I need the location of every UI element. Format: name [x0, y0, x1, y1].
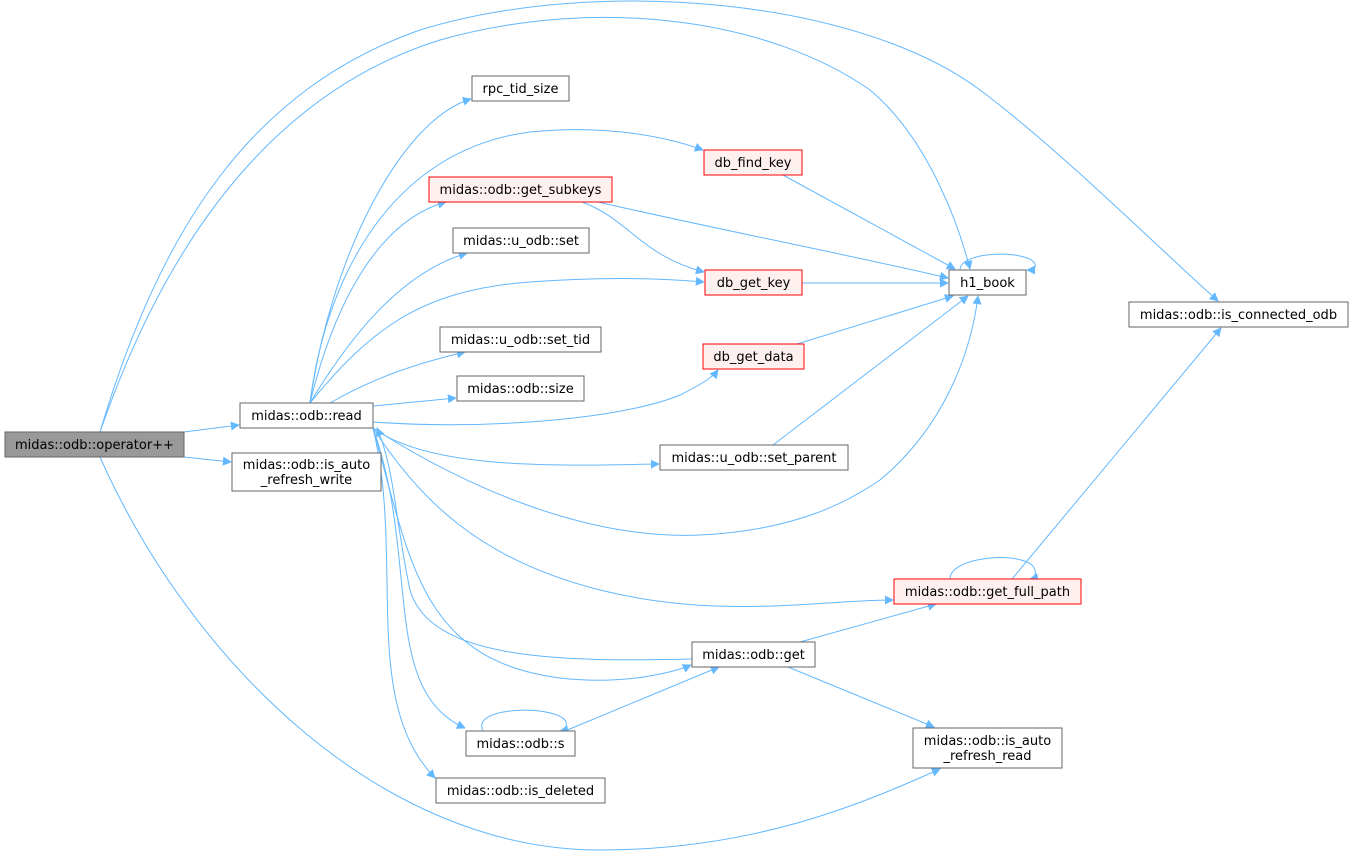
edge-u-odb-set-parent-to-h1-book [772, 295, 969, 446]
edge-read-to-u-odb-set-tid [329, 349, 466, 404]
edge-h1-book-to-h1-book [959, 253, 1036, 275]
node-label: midas::u_odb::set_tid [451, 333, 590, 348]
node-label: midas::odb::get_full_path [905, 585, 1070, 600]
node-label: midas::odb::s [476, 737, 564, 752]
edge-read-to-is-deleted [372, 427, 436, 779]
node-box [439, 326, 602, 353]
node-box [452, 227, 590, 254]
node-box [428, 176, 613, 203]
node-label: midas::odb::is_deleted [447, 784, 594, 799]
node-label: _refresh_write [260, 473, 352, 488]
node-h1-book[interactable]: h1_book [948, 269, 1027, 296]
node-box [4, 431, 185, 458]
edge-odb-get-to-read [376, 427, 693, 661]
node-box [231, 452, 382, 492]
edge-operator-pp-to-is-connected-odb [99, 0, 1219, 433]
edge-read-to-db-get-data [372, 369, 719, 426]
edge-db-find-key-to-h1-book [782, 174, 956, 270]
node-box [465, 730, 576, 757]
edges-layer [99, 0, 1222, 851]
edge-get-subkeys-to-h1-book [597, 201, 949, 281]
edge-operator-pp-to-is-auto-refresh-write [183, 456, 232, 466]
edge-read-to-u-odb-set-parent [372, 427, 660, 469]
node-label: midas::odb::is_connected_odb [1140, 308, 1337, 323]
edge-operator-pp-to-h1-book [99, 16, 973, 433]
node-odb-s[interactable]: midas::odb::s [465, 730, 576, 757]
node-box [702, 343, 805, 370]
node-label: midas::odb::is_auto [243, 458, 370, 473]
edge-db-get-data-to-h1-book [796, 294, 954, 345]
node-rpc-tid-size[interactable]: rpc_tid_size [471, 75, 570, 102]
node-label: _refresh_read [943, 749, 1032, 764]
node-get-subkeys[interactable]: midas::odb::get_subkeys [428, 176, 613, 203]
node-label: db_find_key [715, 156, 792, 171]
node-is-connected-odb[interactable]: midas::odb::is_connected_odb [1128, 301, 1349, 328]
edge-read-to-get-subkeys [309, 199, 447, 404]
node-label: db_get_data [713, 350, 793, 365]
node-odb-get[interactable]: midas::odb::get [691, 641, 816, 668]
edge-read-to-rpc-tid-size [309, 96, 472, 404]
node-box [948, 269, 1027, 296]
node-operator-pp[interactable]: midas::odb::operator++ [4, 431, 185, 458]
node-db-get-key[interactable]: db_get_key [704, 269, 803, 296]
node-box [456, 375, 585, 402]
node-label: db_get_key [717, 276, 791, 291]
node-label: midas::odb::operator++ [15, 438, 174, 453]
edge-operator-pp-to-read [183, 421, 240, 433]
node-label: midas::odb::get [702, 648, 805, 663]
node-u-odb-set[interactable]: midas::u_odb::set [452, 227, 590, 254]
node-label: rpc_tid_size [483, 82, 559, 97]
node-u-odb-set-parent[interactable]: midas::u_odb::set_parent [659, 444, 849, 471]
node-box [703, 149, 803, 176]
edge-get-subkeys-to-db-get-key [581, 201, 705, 275]
edge-odb-get-to-is-auto-refresh-read [787, 666, 935, 729]
node-u-odb-set-tid[interactable]: midas::u_odb::set_tid [439, 326, 602, 353]
node-db-find-key[interactable]: db_find_key [703, 149, 803, 176]
node-label: midas::odb::size [467, 382, 573, 397]
node-is-auto-refresh-write[interactable]: midas::odb::is_auto_refresh_write [231, 452, 382, 492]
edge-read-to-db-get-key [309, 276, 705, 404]
node-is-auto-refresh-read[interactable]: midas::odb::is_auto_refresh_read [912, 727, 1063, 769]
node-read[interactable]: midas::odb::read [239, 402, 374, 429]
edge-get-full-path-to-get-full-path [949, 557, 1039, 582]
edge-read-to-h1-book [372, 295, 982, 536]
edge-read-to-db-find-key [309, 129, 704, 404]
edge-read-to-odb-size [372, 394, 457, 407]
node-box [691, 641, 816, 668]
node-box [1128, 301, 1349, 328]
node-box [471, 75, 570, 102]
node-box [893, 578, 1082, 605]
node-odb-size[interactable]: midas::odb::size [456, 375, 585, 402]
node-label: h1_book [960, 276, 1015, 291]
node-box [912, 727, 1063, 769]
node-box [435, 777, 606, 804]
edge-read-to-u-odb-set [309, 251, 468, 404]
node-is-deleted[interactable]: midas::odb::is_deleted [435, 777, 606, 804]
node-label: midas::u_odb::set [463, 234, 579, 249]
node-box [239, 402, 374, 429]
node-box [704, 269, 803, 296]
edge-get-full-path-to-is-connected-odb [1011, 327, 1222, 580]
edge-read-to-get-full-path [372, 427, 894, 608]
edge-read-to-odb-s [372, 427, 466, 729]
node-db-get-data[interactable]: db_get_data [702, 343, 805, 370]
edge-read-to-odb-get [372, 427, 692, 681]
edge-odb-s-to-odb-get [564, 665, 720, 732]
node-label: midas::odb::is_auto [924, 734, 1051, 749]
node-label: midas::odb::read [251, 409, 362, 424]
node-get-full-path[interactable]: midas::odb::get_full_path [893, 578, 1082, 605]
node-box [659, 444, 849, 471]
node-label: midas::u_odb::set_parent [672, 451, 837, 466]
edge-operator-pp-to-is-auto-refresh-read [99, 456, 941, 851]
nodes-layer: midas::odb::operator++midas::odb::readmi… [4, 75, 1349, 804]
edge-odb-s-to-odb-s [481, 709, 569, 735]
node-label: midas::odb::get_subkeys [440, 183, 602, 198]
edge-odb-get-to-get-full-path [799, 601, 937, 643]
